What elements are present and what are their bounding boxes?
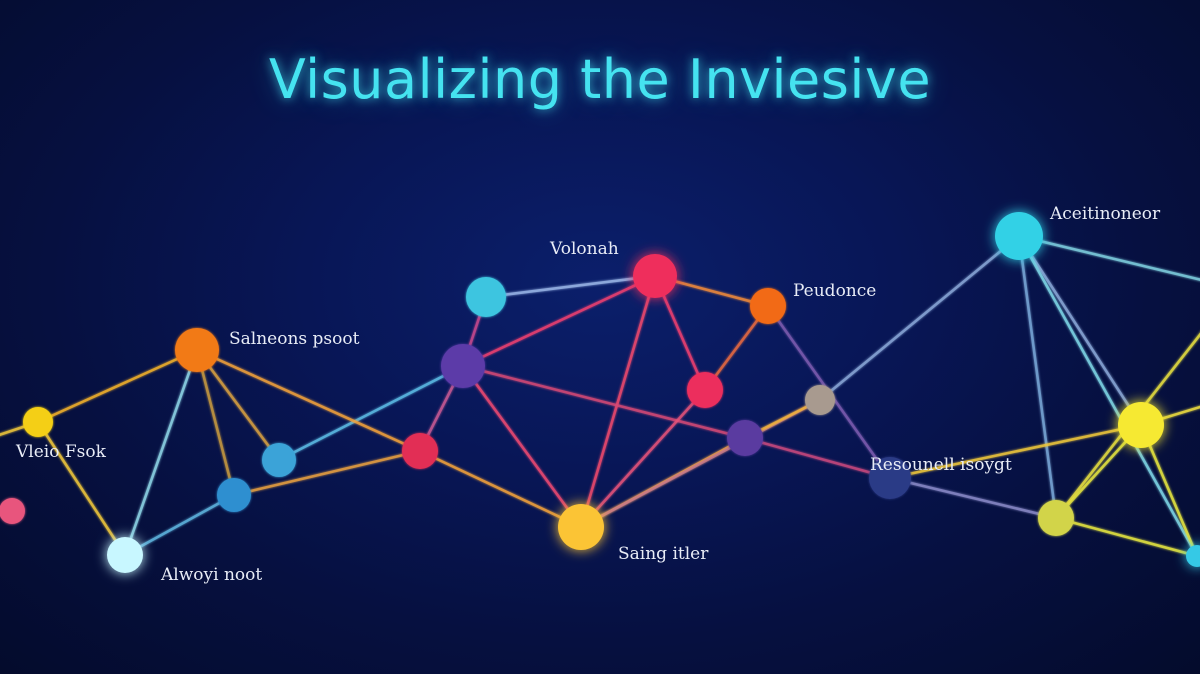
node-cyan-edge <box>1186 545 1200 567</box>
page-title: Visualizing the Inviesive <box>268 48 932 111</box>
node-yellow-big <box>558 504 604 550</box>
edge-n-orange-left-n-red-mid <box>195 348 422 453</box>
node-white-glow <box>107 537 143 573</box>
edge-n-purple-center-n-yellow-big <box>461 364 583 529</box>
edge-n-purple-mid-n-navy <box>743 436 892 480</box>
label-acelinoter: Aceitinoneor <box>1049 204 1161 224</box>
edge-n-navy-n-olive <box>888 476 1058 520</box>
edge-n-orange-left-n-blue-low <box>195 348 236 497</box>
node-orange-right <box>750 288 786 324</box>
edge-n-purple-center-n-purple-mid <box>461 364 747 440</box>
edge-n-yellow-left-n-white-glow <box>36 420 127 557</box>
edge-n-orange-left-n-blue-mid <box>195 348 281 462</box>
node-purple-center <box>441 344 485 388</box>
edge-n-white-glow-n-blue-low <box>123 493 236 557</box>
node-yellow-left <box>23 407 53 437</box>
node-blue-low <box>217 478 251 512</box>
node-yellow-right <box>1118 402 1164 448</box>
edge-n-red-mid-n-yellow-big <box>418 449 583 529</box>
node-red-top <box>633 254 677 298</box>
nodes <box>0 212 1200 573</box>
node-orange-left <box>175 328 219 372</box>
edge-n-cyan-topright-n-edge-right-top <box>1017 234 1200 281</box>
node-red-small <box>687 372 723 408</box>
node-olive <box>1038 500 1074 536</box>
node-pink <box>0 498 25 524</box>
edge-n-cyan-left-n-red-top <box>484 274 657 299</box>
label-vleio: Vleio Fsok <box>15 442 107 462</box>
node-red-mid <box>402 433 438 469</box>
label-alwoyi: Alwoyi noot <box>160 565 262 585</box>
edge-n-orange-left-n-white-glow <box>123 348 199 557</box>
node-cyan-left <box>466 277 506 317</box>
node-gray <box>805 385 835 415</box>
edge-n-red-top-n-purple-center <box>461 274 657 368</box>
edge-n-navy-n-yellow-right <box>888 423 1143 480</box>
label-saing: Saing itler <box>618 544 709 564</box>
edge-n-cyan-topright-n-yellow-right <box>1017 234 1143 427</box>
edge-n-yellow-right-n-cyan-edge <box>1139 423 1199 558</box>
label-resounell: Resounell isoygt <box>870 455 1012 475</box>
node-cyan-topright <box>995 212 1043 260</box>
edges <box>0 234 1200 558</box>
edge-n-cyan-topright-n-cyan-edge <box>1017 234 1199 558</box>
edge-n-purple-center-n-blue-mid <box>277 364 465 462</box>
label-salneons: Salneons psoot <box>229 329 360 349</box>
edge-n-red-small-n-yellow-big <box>579 388 707 529</box>
edge-n-blue-low-n-red-mid <box>232 449 422 497</box>
edge-n-gray-n-cyan-topright <box>818 234 1021 402</box>
node-blue-mid <box>262 443 296 477</box>
edge-n-cyan-topright-n-olive <box>1017 234 1058 520</box>
edge-n-olive-n-cyan-edge <box>1054 516 1199 558</box>
label-volonah: Volonah <box>549 239 619 259</box>
edge-n-orange-left-n-yellow-left <box>36 348 199 424</box>
node-purple-mid <box>727 420 763 456</box>
node-navy <box>869 457 911 499</box>
label-peudonce: Peudonce <box>793 281 876 301</box>
edge-n-red-top-n-yellow-big <box>579 274 657 529</box>
